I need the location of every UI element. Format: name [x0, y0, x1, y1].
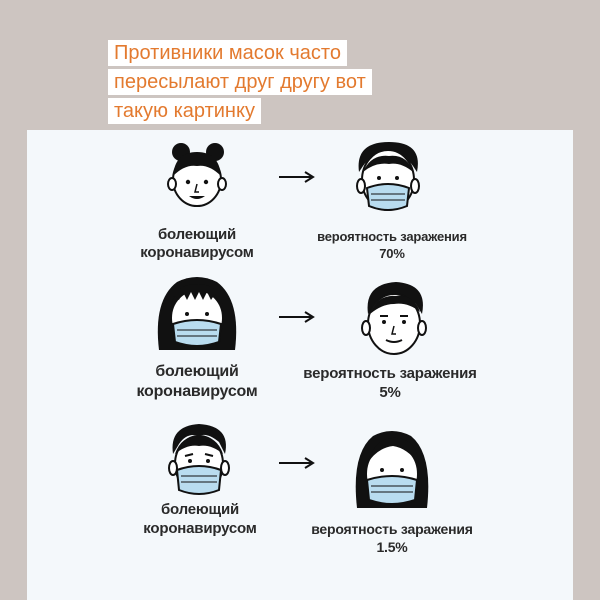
scenario-row-3: болеющий коронавирусом вероятность зараж…: [27, 420, 573, 560]
left-label-3-line-1: болеющий: [160, 501, 240, 518]
masked-face-icon: [356, 142, 420, 211]
arrow-right-icon: [279, 457, 315, 469]
caption-line-2: пересылают друг другу вот: [108, 69, 372, 95]
caption-line-1: Противники масок часто: [108, 40, 347, 66]
scenario-row-2: болеющий коронавирусом вероятность зараж…: [27, 270, 573, 410]
scenario-row-1: болеющий коронавирусом вероятность зараж…: [27, 130, 573, 270]
right-label-1-line-1: вероятность заражения: [317, 229, 467, 244]
right-label-1: вероятность заражения 70%: [297, 228, 487, 262]
illustration-card: болеющий коронавирусом вероятность зараж…: [27, 130, 573, 600]
left-label-1: болеющий коронавирусом: [127, 226, 267, 262]
masked-face-icon: [168, 424, 230, 495]
left-label-3-line-2: коронавирусом: [143, 520, 257, 537]
caption-line-3: такую картинку: [108, 98, 261, 124]
left-label-2: болеющий коронавирусом: [117, 362, 277, 402]
caption: Противники масок часто пересылают друг д…: [108, 40, 468, 127]
right-label-2-line-2: 5%: [379, 384, 401, 401]
right-label-3-line-1: вероятность заражения: [311, 521, 473, 537]
left-label-1-line-2: коронавирусом: [140, 244, 254, 261]
left-label-3: болеющий коронавирусом: [125, 500, 275, 538]
right-label-3: вероятность заражения 1.5%: [292, 520, 492, 556]
left-label-2-line-1: болеющий: [155, 363, 239, 380]
arrow-right-icon: [279, 311, 315, 323]
left-label-1-line-1: болеющий: [157, 226, 237, 243]
right-label-3-line-2: 1.5%: [376, 539, 408, 555]
masked-face-long-hair-icon: [355, 431, 429, 508]
infected-face-no-mask-icon: [167, 143, 227, 207]
masked-face-long-hair-icon: [157, 277, 237, 350]
arrow-right-icon: [279, 171, 315, 183]
unmasked-face-icon: [361, 282, 427, 355]
right-label-2: вероятность заражения 5%: [285, 364, 495, 402]
right-label-1-line-2: 70%: [379, 246, 405, 261]
left-label-2-line-2: коронавирусом: [136, 383, 258, 400]
right-label-2-line-1: вероятность заражения: [303, 365, 477, 382]
